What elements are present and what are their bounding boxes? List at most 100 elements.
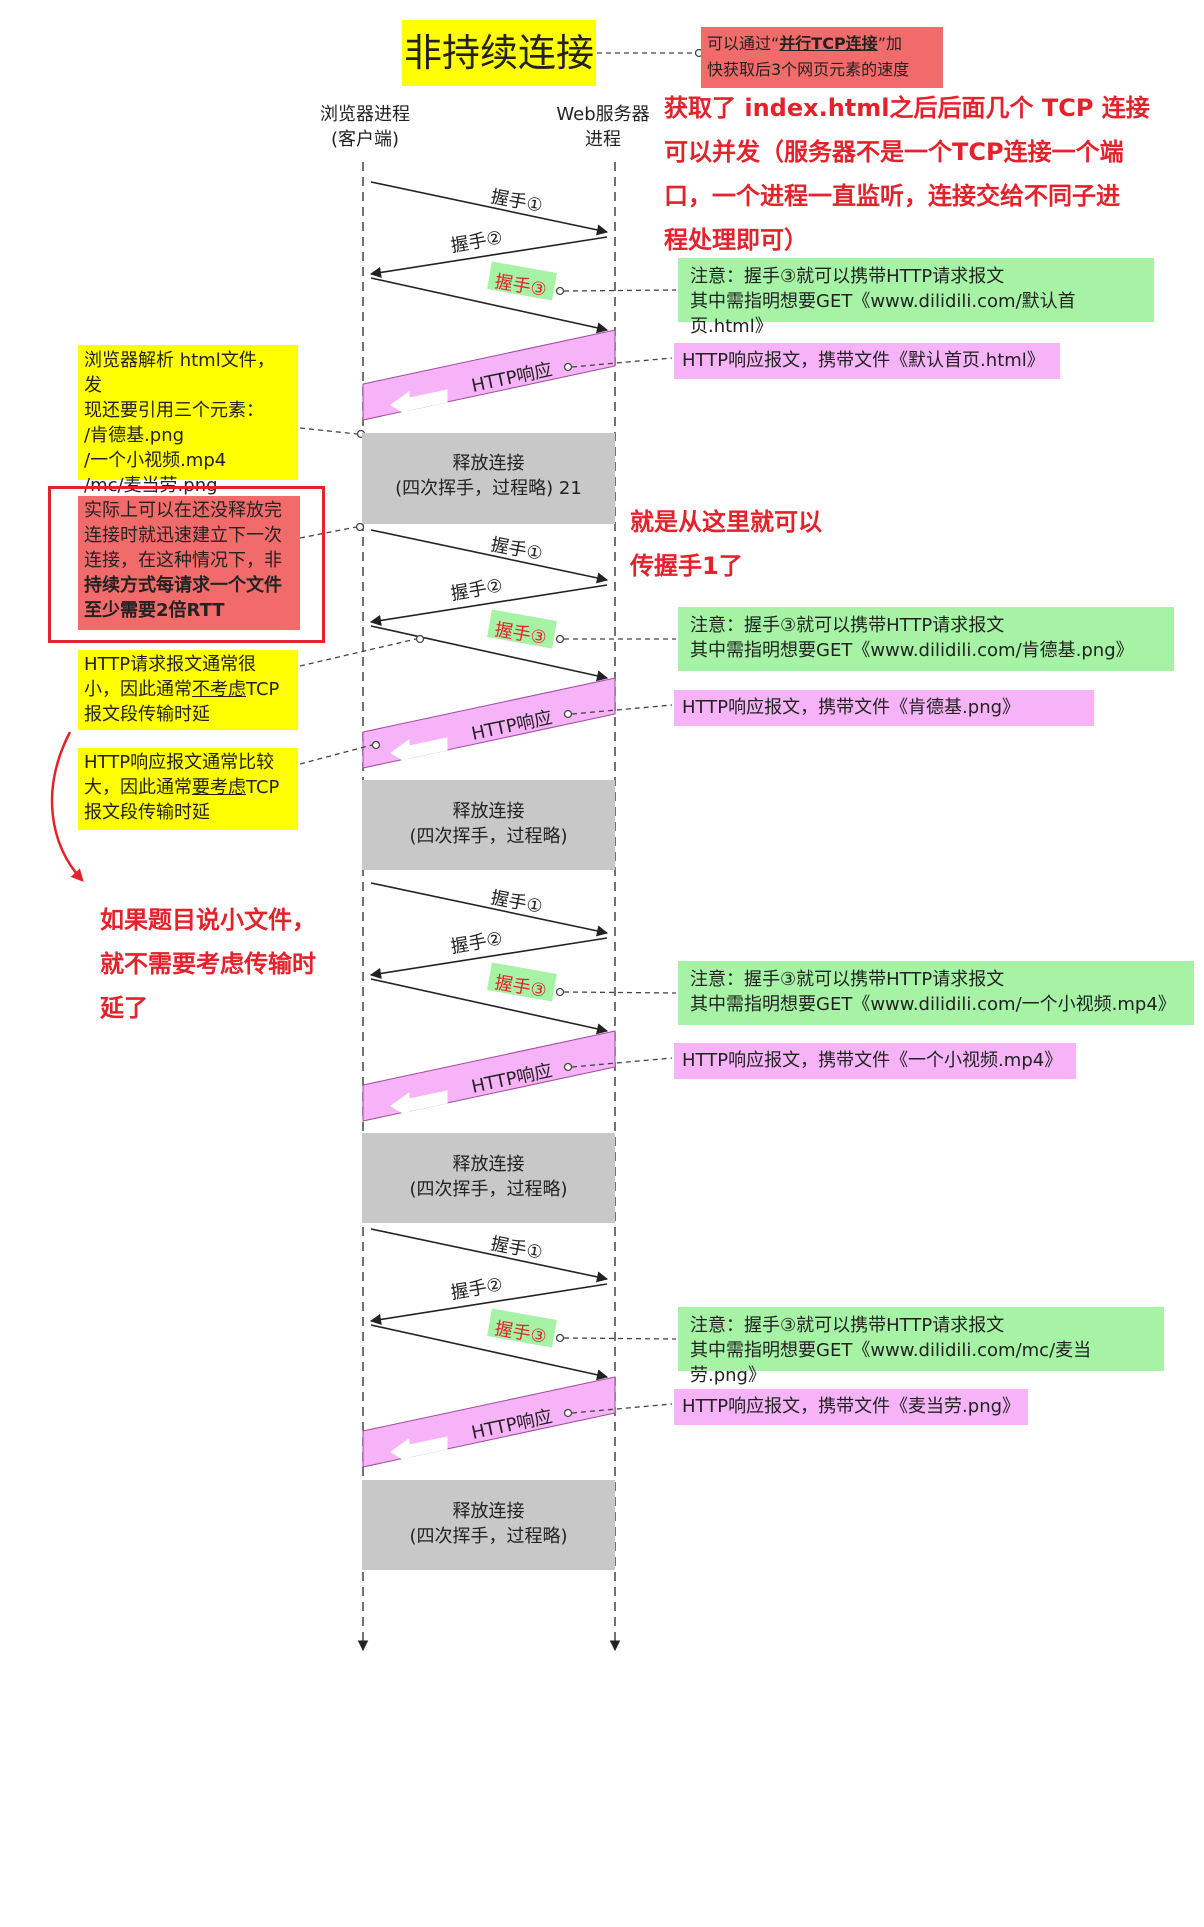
connector-dot	[555, 1333, 565, 1343]
req-line2c: TCP	[246, 679, 280, 700]
handshake3-arrow	[370, 978, 609, 1035]
rtt-line: 持续方式每请求一个文件	[84, 575, 282, 596]
handshake3-arrow	[370, 625, 609, 682]
handshake3-arrow	[370, 1324, 609, 1381]
handshake2-label: 握手②	[449, 227, 504, 257]
small-file-line: 就不需要考虑传输时	[100, 950, 316, 978]
connector-dot	[555, 286, 565, 296]
response-note-text: HTTP响应报文，携带文件《肯德基.png》	[682, 697, 1021, 718]
request-note-line1: 注意：握手③就可以携带HTTP请求报文	[690, 615, 1005, 636]
client-header-line1: 浏览器进程	[320, 104, 410, 125]
response-direction-arrow	[390, 389, 448, 417]
handshake2-arrow	[369, 937, 608, 979]
concurrency-line: 程处理即可）	[664, 226, 808, 254]
connector-dot	[563, 1062, 573, 1072]
request-size-note: HTTP请求报文通常很 小，因此通常不考虑TCP 报文段传输时延	[78, 650, 298, 730]
handshake3-highlight	[487, 1308, 557, 1348]
response-note: HTTP响应报文，携带文件《肯德基.png》	[674, 690, 1094, 726]
connector-dot	[563, 1408, 573, 1418]
handshake1-arrow	[370, 181, 609, 236]
handshake2-arrow	[369, 1283, 608, 1325]
response-note-text: HTTP响应报文，携带文件《麦当劳.png》	[682, 1396, 1021, 1417]
release-line1: 释放连接	[452, 1154, 525, 1175]
handshake2-label: 握手②	[449, 575, 504, 605]
response-note: HTTP响应报文，携带文件《麦当劳.png》	[674, 1389, 1028, 1425]
server-header: Web服务器 进程	[548, 102, 658, 152]
response-direction-arrow	[390, 1090, 448, 1118]
handshake2-label: 握手②	[449, 928, 504, 958]
resp-line2c: TCP	[246, 777, 280, 798]
resp-line2b: 要考虑	[192, 777, 246, 798]
parallel-note-pre: 可以通过“	[707, 34, 780, 53]
connector-dot	[371, 740, 381, 750]
resp-line1: HTTP响应报文通常比较	[84, 752, 275, 773]
release-connection-box: 释放连接 (四次挥手，过程略) 21	[362, 433, 615, 524]
client-header-line2: (客户端)	[330, 129, 400, 150]
connector-dot	[555, 634, 565, 644]
response-note-connector	[571, 1403, 673, 1414]
release-line1: 释放连接	[452, 453, 525, 474]
rtt-line: 实际上可以在还没释放完	[84, 500, 282, 521]
concurrency-line: 获取了 index.html之后后面几个 TCP 连接	[664, 94, 1150, 122]
rtt-line: 至少需要2倍RTT	[84, 600, 225, 621]
server-header-line2: 进程	[585, 129, 621, 150]
parse-line: /一个小视频.mp4	[84, 450, 227, 471]
request-note-line2: 其中需指明想要GET《www.dilidili.com/mc/麦当劳.png》	[690, 1340, 1092, 1386]
rtt-line: 连接时就迅速建立下一次	[84, 525, 282, 546]
connector-dot	[555, 987, 565, 997]
handshake3-highlight	[487, 609, 557, 649]
parse-line: /mc/麦当劳.png	[84, 475, 218, 496]
response-direction-arrow	[390, 737, 448, 765]
req-line1: HTTP请求报文通常很	[84, 654, 257, 675]
rtt-note: 实际上可以在还没释放完 连接时就迅速建立下一次 连接，在这种情况下，非 持续方式…	[78, 496, 300, 630]
client-header: 浏览器进程 (客户端)	[300, 102, 430, 152]
release-connection-box: 释放连接 (四次挥手，过程略)	[362, 780, 615, 870]
handshake3-highlight	[487, 261, 557, 301]
parse-line: 浏览器解析 html文件，发	[84, 350, 275, 396]
page-title-text: 非持续连接	[403, 31, 594, 75]
release-line2: (四次挥手，过程略)	[409, 1179, 568, 1200]
response-note: HTTP响应报文，携带文件《默认首页.html》	[674, 343, 1060, 379]
handshake3-arrow	[370, 277, 609, 334]
parallel-tcp-note: 可以通过“并行TCP连接”加 快获取后3个网页元素的速度	[701, 27, 943, 88]
response-note-connector	[571, 704, 673, 715]
release-line2: (四次挥手，过程略) 21	[395, 478, 582, 499]
release-line1: 释放连接	[452, 801, 525, 822]
response-note-connector	[571, 357, 673, 368]
small-file-line: 如果题目说小文件，	[100, 906, 316, 934]
handshake-start-line: 就是从这里就可以	[630, 508, 822, 536]
response-note-text: HTTP响应报文，携带文件《默认首页.html》	[682, 350, 1045, 371]
rtt-line: 连接，在这种情况下，非	[84, 550, 282, 571]
request-note-connector	[563, 289, 677, 292]
request-note: 注意：握手③就可以携带HTTP请求报文 其中需指明想要GET《www.dilid…	[678, 1307, 1164, 1386]
response-note-size-connector	[299, 744, 373, 765]
parallel-note-line2: 快获取后3个网页元素的速度	[707, 60, 910, 79]
concurrency-explanation: 获取了 index.html之后后面几个 TCP 连接 可以并发（服务器不是一个…	[664, 86, 1204, 262]
handshake1-arrow	[370, 1228, 609, 1283]
resp-line3: 报文段传输时延	[84, 802, 210, 823]
handshake-start-note: 就是从这里就可以 传握手1了	[630, 500, 890, 588]
response-note: HTTP响应报文，携带文件《一个小视频.mp4》	[674, 1043, 1076, 1079]
handshake2-label: 握手②	[449, 1274, 504, 1304]
parse-line: /肯德基.png	[84, 425, 185, 446]
connector-dot	[563, 709, 573, 719]
release-connection-box: 释放连接 (四次挥手，过程略)	[362, 1480, 615, 1570]
html-parse-note: 浏览器解析 html文件，发 现还要引用三个元素： /肯德基.png /一个小视…	[78, 345, 298, 496]
connector-dot	[355, 522, 365, 532]
release-line2: (四次挥手，过程略)	[409, 826, 568, 847]
response-size-note: HTTP响应报文通常比较 大，因此通常要考虑TCP 报文段传输时延	[78, 748, 298, 830]
request-note: 注意：握手③就可以携带HTTP请求报文 其中需指明想要GET《www.dilid…	[678, 961, 1194, 1025]
req-line2b: 不考虑	[192, 679, 246, 700]
red-curve-arrow	[50, 731, 84, 882]
parse-note-connector	[299, 427, 358, 435]
resp-line2a: 大，因此通常	[84, 777, 192, 798]
response-note-text: HTTP响应报文，携带文件《一个小视频.mp4》	[682, 1050, 1063, 1071]
request-note-connector	[563, 1337, 677, 1340]
request-note-line1: 注意：握手③就可以携带HTTP请求报文	[690, 1315, 1005, 1336]
request-note: 注意：握手③就可以携带HTTP请求报文 其中需指明想要GET《www.dilid…	[678, 607, 1174, 671]
rtt-note-frame	[48, 486, 325, 643]
release-line1: 释放连接	[452, 1501, 525, 1522]
request-note-connector	[563, 991, 677, 994]
handshake2-arrow	[369, 584, 608, 626]
